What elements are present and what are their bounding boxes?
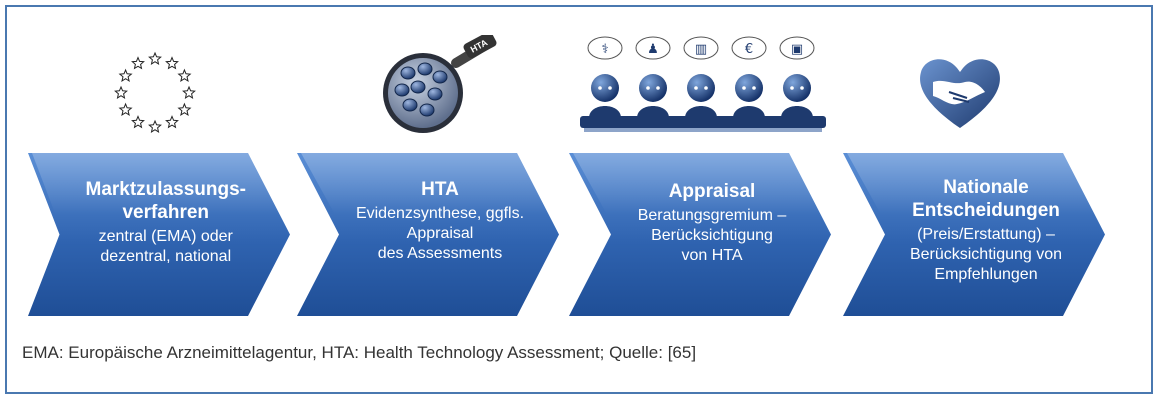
- pill-magnifier-icon: HTA: [383, 35, 497, 133]
- eu-star: [131, 56, 145, 70]
- eu-star: [148, 51, 162, 65]
- bubble-symbol-icon: ▥: [695, 42, 707, 57]
- eu-star: [177, 68, 192, 82]
- person-body: [637, 106, 669, 118]
- thought-bubble: [635, 36, 671, 60]
- step-title: Nationale Entscheidungen: [912, 177, 1060, 221]
- person-eye: [598, 86, 602, 90]
- arrow-highlight: [32, 153, 280, 215]
- bubble-symbol-icon: ⚕: [601, 42, 608, 57]
- arrow-highlight: [573, 153, 821, 215]
- person-head: [735, 74, 763, 102]
- arrow-highlight: [847, 153, 1095, 215]
- process-step-text: Nationale Entscheidungen (Preis/Erstattun…: [885, 176, 1087, 285]
- process-step-text: HTA Evidenzsynthese, ggfls. Appraisal des…: [339, 178, 541, 264]
- person-head: [639, 74, 667, 102]
- thought-bubble: [587, 36, 623, 60]
- person-body: [589, 106, 621, 118]
- eu-star: [118, 102, 133, 116]
- step-title: HTA: [421, 179, 459, 200]
- person-eye: [694, 86, 698, 90]
- bubble-symbol-icon: ▣: [791, 42, 803, 57]
- eu-stars-icon: [114, 51, 196, 133]
- person-head: [687, 74, 715, 102]
- arrow-highlight: [301, 153, 549, 215]
- step-title: Marktzulassungs- verfahren: [85, 179, 246, 223]
- person-eye: [800, 86, 804, 90]
- committee-icon: ⚕ ♟ ▥ € ▣: [580, 36, 826, 132]
- person-eye: [752, 86, 756, 90]
- person-body: [781, 106, 813, 118]
- figure-caption: EMA: Europäische Arzneimittelagentur, HT…: [22, 343, 697, 362]
- person-eye: [646, 86, 650, 90]
- person-eye: [790, 86, 794, 90]
- person-eye: [656, 86, 660, 90]
- handshake-heart-icon: [920, 59, 1000, 128]
- eu-star: [165, 56, 179, 70]
- person-head: [783, 74, 811, 102]
- process-step-text: Marktzulassungs- verfahren zentral (EMA) …: [60, 178, 273, 267]
- step-description: (Preis/Erstattung) – Berücksichtigung vo…: [909, 226, 1063, 283]
- person-body: [733, 106, 765, 118]
- eu-star: [118, 68, 133, 82]
- thought-bubble: [731, 36, 767, 60]
- eu-star: [148, 119, 162, 133]
- step-description: zentral (EMA) oder dezentral, national: [98, 228, 233, 265]
- eu-star: [182, 85, 196, 99]
- step-title: Appraisal: [668, 181, 756, 202]
- person-eye: [742, 86, 746, 90]
- bubble-symbol-icon: €: [745, 42, 753, 57]
- step-description: Evidenzsynthese, ggfls. Appraisal des As…: [355, 205, 525, 262]
- eu-star: [131, 115, 145, 129]
- eu-star: [114, 85, 128, 99]
- thought-bubble: [683, 36, 719, 60]
- figure-frame: [5, 5, 1153, 394]
- eu-star: [177, 102, 192, 116]
- person-body: [685, 106, 717, 118]
- eu-star: [165, 115, 179, 129]
- bubble-symbol-icon: ♟: [647, 42, 659, 57]
- step-description: Beratungsgremium – Berücksichtigung von …: [637, 207, 787, 264]
- thought-bubble: [779, 36, 815, 60]
- person-eye: [704, 86, 708, 90]
- person-head: [591, 74, 619, 102]
- person-eye: [608, 86, 612, 90]
